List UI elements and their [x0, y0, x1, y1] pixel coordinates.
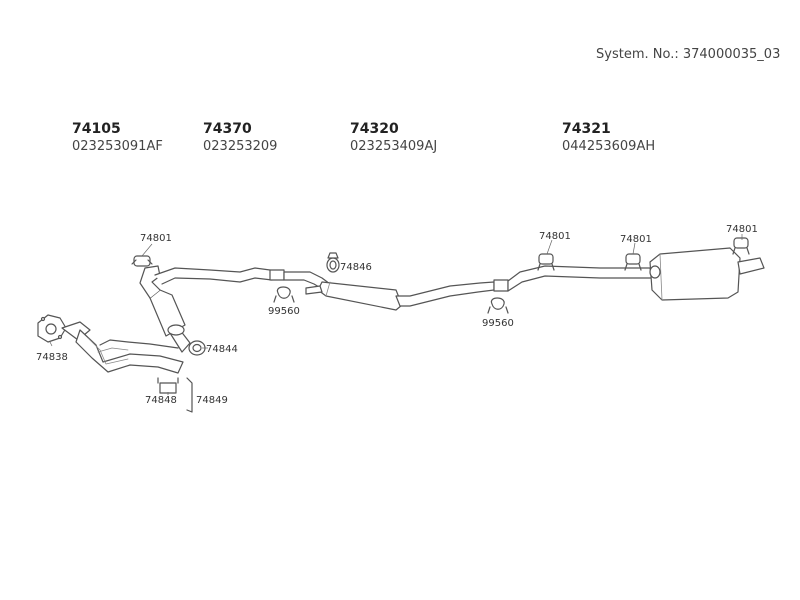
part-block-middle-silencer: 74320 023253409AJ: [350, 121, 437, 155]
ring-74846: [326, 252, 340, 273]
callout-99560: 99560: [482, 318, 514, 329]
part-block-rear-silencer: 74321 044253609AH: [562, 121, 655, 155]
oem-code: 023253209: [203, 139, 278, 154]
callout-74846: 74846: [340, 262, 372, 273]
oem-code: 023253091AF: [72, 139, 163, 154]
system-number-label: System. No.:: [596, 47, 679, 62]
callout-74849: 74849: [196, 395, 228, 406]
callout-74844: 74844: [206, 344, 238, 355]
part-number: 74105: [72, 121, 121, 137]
part-number: 74321: [562, 121, 611, 137]
callout-74801: 74801: [539, 231, 571, 242]
callout-74848: 74848: [145, 395, 177, 406]
system-number: System. No.: 374000035_03: [596, 47, 780, 62]
system-number-value: 374000035_03: [682, 47, 781, 62]
callout-74801: 74801: [620, 234, 652, 245]
oem-code: 044253609AH: [562, 139, 656, 154]
hanger-74801-right: [732, 237, 750, 255]
callout-74801: 74801: [726, 224, 758, 235]
rubber-mount-74848: [157, 377, 179, 394]
callout-99560: 99560: [268, 306, 300, 317]
part-number: 74370: [203, 121, 252, 137]
part-block-front-pipe: 74105 023253091AF: [72, 121, 163, 155]
callout-74801: 74801: [140, 233, 172, 244]
flange-gasket-74844: [188, 340, 206, 356]
rear-silencer-74321: [649, 247, 765, 301]
bracket-74849: [186, 377, 193, 413]
callout-74838: 74838: [36, 352, 68, 363]
catalyst-74370: [139, 265, 273, 353]
front-pipe-74105: [61, 321, 184, 374]
clamp-99560-right: [487, 297, 509, 314]
front-gasket-74838: [37, 314, 67, 343]
middle-silencer-74320: [305, 281, 495, 311]
oem-code: 023253409AJ: [350, 139, 438, 154]
hanger-74801-left: [131, 255, 153, 267]
rear-pipe: [493, 265, 653, 292]
clamp-99560-left: [273, 286, 295, 303]
hanger-74801-mid1: [537, 253, 555, 271]
part-block-catalyst: 74370 023253209: [203, 121, 277, 155]
part-number: 74320: [350, 121, 399, 137]
